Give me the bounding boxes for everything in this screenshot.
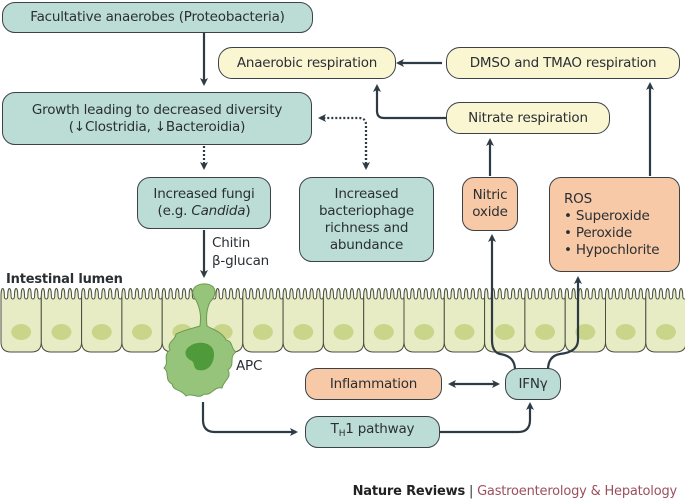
ros-item-hypochlorite: • Hypochlorite	[564, 241, 660, 258]
node-growth-decreased-diversity: Growth leading to decreased diversity (↓…	[2, 92, 312, 145]
cell-nucleus	[535, 324, 556, 340]
node-nitric-oxide: Nitric oxide	[462, 177, 518, 231]
node-label: Anaerobic respiration	[236, 54, 378, 71]
node-label-line1: Growth leading to decreased diversity	[31, 101, 283, 118]
node-label-line2: oxide	[472, 204, 508, 220]
node-label-line2: (↓Clostridia, ↓Bacteroidia)	[68, 118, 246, 135]
arrow-ifng-to-ros	[546, 276, 582, 371]
label-apc: APC	[236, 358, 263, 374]
cell-nucleus	[91, 324, 112, 340]
ros-item-peroxide: • Peroxide	[564, 224, 632, 241]
th1-t: T	[330, 421, 339, 437]
node-th1-pathway: TH1 pathway	[305, 416, 440, 448]
epithelial-cell	[484, 288, 526, 353]
cell-nucleus	[615, 324, 636, 340]
apc-cell	[163, 283, 237, 397]
label-beta-glucan: β-glucan	[212, 253, 270, 269]
th1-rest: 1 pathway	[345, 421, 415, 437]
epithelial-cell	[645, 288, 685, 353]
node-label: Inflammation	[329, 375, 418, 392]
text-italic: Candida	[191, 203, 246, 219]
epithelial-cell	[121, 288, 163, 353]
label-chitin: Chitin	[212, 235, 251, 251]
node-inflammation: Inflammation	[305, 368, 442, 400]
ros-title: ROS	[564, 190, 592, 207]
epithelial-cell	[40, 288, 83, 353]
cell-nucleus	[51, 324, 72, 340]
text-prefix: (e.g.	[157, 203, 192, 219]
node-ros: ROS • Superoxide • Peroxide • Hypochlori…	[549, 177, 680, 272]
text-suffix: )	[245, 203, 251, 219]
epithelial-cell	[322, 288, 365, 353]
dotted-arrows	[200, 114, 370, 170]
epithelial-cell	[81, 288, 123, 353]
node-label-line4: abundance	[329, 236, 404, 253]
epithelial-cell	[564, 288, 606, 353]
node-label-line2: bacteriophage	[318, 202, 415, 219]
cell-nucleus	[655, 324, 676, 340]
epithelial-cell	[605, 288, 647, 353]
footer-separator: |	[465, 484, 478, 499]
cell-nucleus	[414, 324, 435, 340]
node-increased-fungi: Increased fungi (e.g. Candida)	[137, 177, 271, 229]
node-label: Facultative anaerobes (Proteobacteria)	[30, 9, 285, 25]
node-nitrate-respiration: Nitrate respiration	[446, 102, 610, 134]
ros-item-superoxide: • Superoxide	[564, 207, 650, 224]
th1-subscript: H	[338, 429, 346, 439]
node-anaerobic-respiration: Anaerobic respiration	[218, 47, 396, 79]
node-facultative-anaerobes: Facultative anaerobes (Proteobacteria)	[2, 2, 313, 33]
node-label-line3: richness and	[324, 219, 409, 236]
cell-nucleus	[252, 324, 273, 340]
node-label: IFNγ	[518, 375, 548, 392]
node-dmso-tmao-respiration: DMSO and TMAO respiration	[446, 47, 680, 79]
arrow-nitrate-to-anaerobic	[373, 84, 446, 120]
arrow-ifng-to-nitric	[488, 234, 517, 371]
epithelium-layer	[0, 288, 685, 353]
node-label: DMSO and TMAO respiration	[469, 54, 657, 71]
arrow-apc-to-th1	[201, 402, 298, 436]
epithelial-cell	[282, 288, 324, 353]
cell-nucleus	[454, 324, 475, 340]
cell-nucleus	[373, 324, 394, 340]
cell-nucleus	[333, 324, 354, 340]
node-label-line1: Increased	[334, 185, 399, 202]
node-label-line1: Nitric	[472, 187, 508, 203]
node-label: Nitrate respiration	[468, 109, 588, 126]
footer-credit: Nature Reviews | Gastroenterology & Hepa…	[352, 484, 678, 499]
cell-nucleus	[132, 324, 153, 340]
node-label-line2: (e.g. Candida)	[158, 203, 251, 220]
node-ifn-gamma: IFNγ	[505, 368, 561, 400]
epithelial-cell	[363, 288, 405, 353]
footer-brand: Nature Reviews	[352, 484, 466, 499]
node-label: TH1 pathway	[331, 421, 415, 443]
arrow-th1-to-ifng	[440, 402, 534, 434]
label-intestinal-lumen: Intestinal lumen	[6, 272, 123, 287]
cell-nucleus	[494, 324, 515, 340]
epithelial-cell	[242, 288, 284, 353]
epithelial-cell	[403, 288, 445, 353]
node-label-line1: Increased fungi	[153, 186, 255, 202]
epithelial-cell	[0, 288, 42, 353]
epithelial-cell	[524, 288, 566, 353]
footer-journal: Gastroenterology & Hepatology	[477, 484, 677, 499]
epithelial-cell	[443, 288, 486, 353]
dotted-arrow-phage-growth	[318, 114, 368, 168]
node-increased-bacteriophage: Increased bacteriophage richness and abu…	[299, 177, 434, 262]
cell-nucleus	[293, 324, 314, 340]
cell-nucleus	[11, 324, 32, 340]
arrows	[200, 32, 654, 436]
cell-nucleus	[575, 324, 596, 340]
